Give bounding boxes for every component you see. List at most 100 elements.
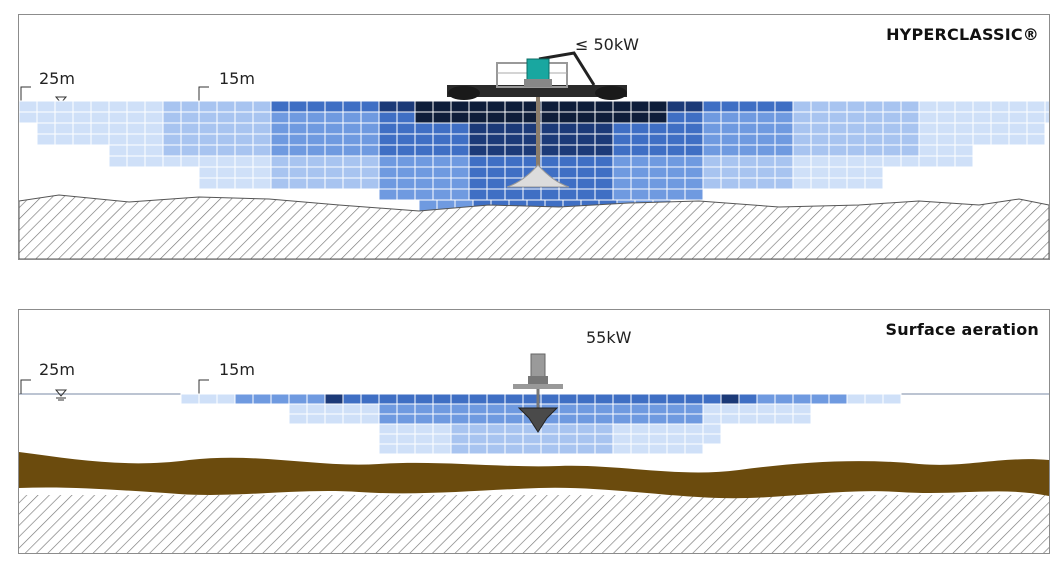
water-cell — [756, 111, 776, 124]
water-cell — [900, 100, 920, 113]
water-cell — [1026, 111, 1046, 124]
water-cell — [504, 133, 524, 146]
water-cell — [648, 166, 668, 179]
water-cell — [882, 155, 902, 168]
water-cell — [270, 155, 290, 168]
water-cell — [378, 393, 398, 405]
water-cell — [954, 122, 974, 135]
water-cell — [828, 166, 848, 179]
water-cell — [270, 144, 290, 157]
impeller — [506, 164, 570, 188]
water-cell — [486, 122, 506, 135]
water-cell — [612, 155, 632, 168]
water-cell — [72, 122, 92, 135]
water-cell — [792, 144, 812, 157]
water-cell — [378, 144, 398, 157]
water-cell — [594, 166, 614, 179]
water-cell — [198, 122, 218, 135]
power-label: ≤ 50kW — [575, 35, 639, 54]
water-cell — [738, 155, 758, 168]
water-cell — [666, 166, 686, 179]
water-cell — [432, 413, 452, 425]
water-cell — [810, 122, 830, 135]
water-cell — [342, 111, 362, 124]
water-cell — [756, 133, 776, 146]
water-cell — [666, 144, 686, 157]
water-cell — [468, 403, 488, 415]
water-cell — [918, 111, 938, 124]
water-cell — [540, 111, 560, 124]
water-cell — [108, 122, 128, 135]
water-cell — [864, 100, 884, 113]
water-cell — [702, 122, 722, 135]
water-cell — [756, 403, 776, 415]
water-cell — [1026, 122, 1046, 135]
water-cell — [504, 155, 524, 168]
water-cell — [396, 188, 416, 201]
water-cell — [126, 133, 146, 146]
water-cell — [774, 111, 794, 124]
water-cell — [972, 100, 992, 113]
water-cell — [198, 111, 218, 124]
water-cell — [630, 413, 650, 425]
water-cell — [342, 122, 362, 135]
water-cell — [558, 122, 578, 135]
water-cell — [594, 423, 614, 435]
water-cell — [576, 423, 596, 435]
water-cell — [630, 433, 650, 445]
water-cell — [288, 393, 308, 405]
sediment-layer — [19, 452, 1049, 499]
water-cell — [108, 133, 128, 146]
water-cell — [846, 111, 866, 124]
water-cell — [432, 443, 452, 455]
water-cell — [630, 403, 650, 415]
water-cell — [720, 111, 740, 124]
water-cell — [540, 144, 560, 157]
water-cell — [288, 122, 308, 135]
water-cell — [396, 166, 416, 179]
water-cell — [432, 111, 452, 124]
water-cell — [396, 122, 416, 135]
water-cell — [450, 403, 470, 415]
water-cell — [630, 144, 650, 157]
water-cell — [684, 133, 704, 146]
water-cell — [126, 100, 146, 113]
water-cell — [648, 413, 668, 425]
water-cell — [774, 155, 794, 168]
water-cell — [252, 166, 272, 179]
water-cell — [342, 393, 362, 405]
water-cell — [648, 144, 668, 157]
hatched-ground — [19, 194, 1049, 259]
water-cell — [486, 393, 506, 405]
water-cell — [270, 393, 290, 405]
water-cell — [234, 100, 254, 113]
water-cell — [396, 133, 416, 146]
water-cell — [702, 403, 722, 415]
water-cell — [252, 100, 272, 113]
water-cell — [810, 155, 830, 168]
water-cell — [288, 177, 308, 190]
water-cell — [324, 403, 344, 415]
water-cell — [702, 423, 722, 435]
water-cell — [648, 433, 668, 445]
water-cell — [324, 393, 344, 405]
water-cell — [414, 144, 434, 157]
water-cell — [792, 403, 812, 415]
water-cell — [576, 166, 596, 179]
water-cell — [612, 177, 632, 190]
water-cell — [378, 122, 398, 135]
water-cell — [558, 166, 578, 179]
water-cell — [432, 403, 452, 415]
water-cell — [684, 122, 704, 135]
water-cell — [684, 144, 704, 157]
water-cell — [342, 144, 362, 157]
water-cell — [342, 133, 362, 146]
water-cell — [918, 100, 938, 113]
water-cell — [684, 166, 704, 179]
water-cell — [414, 122, 434, 135]
water-cell — [576, 393, 596, 405]
water-cell — [396, 177, 416, 190]
water-cell — [594, 122, 614, 135]
water-cell — [810, 166, 830, 179]
water-cell — [594, 177, 614, 190]
